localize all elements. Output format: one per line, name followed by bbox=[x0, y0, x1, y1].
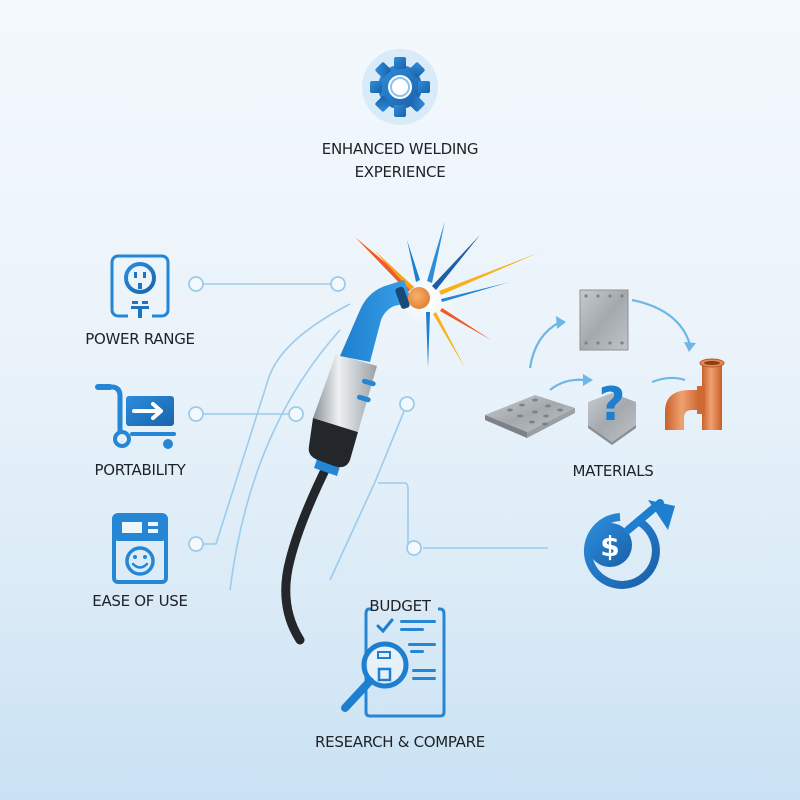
node-power-left bbox=[188, 276, 204, 292]
spark-burst-icon bbox=[355, 221, 538, 368]
node-portability-left bbox=[188, 406, 204, 422]
node-power-right bbox=[330, 276, 346, 292]
node-ease-left bbox=[188, 536, 204, 552]
node-budget-top bbox=[399, 396, 415, 412]
page-title: ENHANCED WELDING EXPERIENCE bbox=[300, 138, 500, 184]
node-budget-right bbox=[406, 540, 422, 556]
label-materials: MATERIALS bbox=[572, 462, 654, 480]
label-power-range: POWER RANGE bbox=[85, 330, 195, 348]
title-line-2: EXPERIENCE bbox=[354, 163, 446, 181]
svg-text:$: $ bbox=[600, 530, 619, 563]
power-outlet-icon bbox=[110, 254, 170, 318]
title-line-1: ENHANCED WELDING bbox=[321, 140, 479, 158]
smiley-machine-icon bbox=[112, 513, 168, 584]
label-research-compare: RESEARCH & COMPARE bbox=[315, 733, 485, 751]
question-mark-icon: ? bbox=[599, 377, 626, 431]
node-portability-right bbox=[288, 406, 304, 422]
hand-truck-icon bbox=[95, 384, 176, 449]
label-ease-of-use: EASE OF USE bbox=[92, 592, 188, 610]
label-portability: PORTABILITY bbox=[94, 461, 186, 479]
label-budget: BUDGET bbox=[369, 597, 431, 615]
